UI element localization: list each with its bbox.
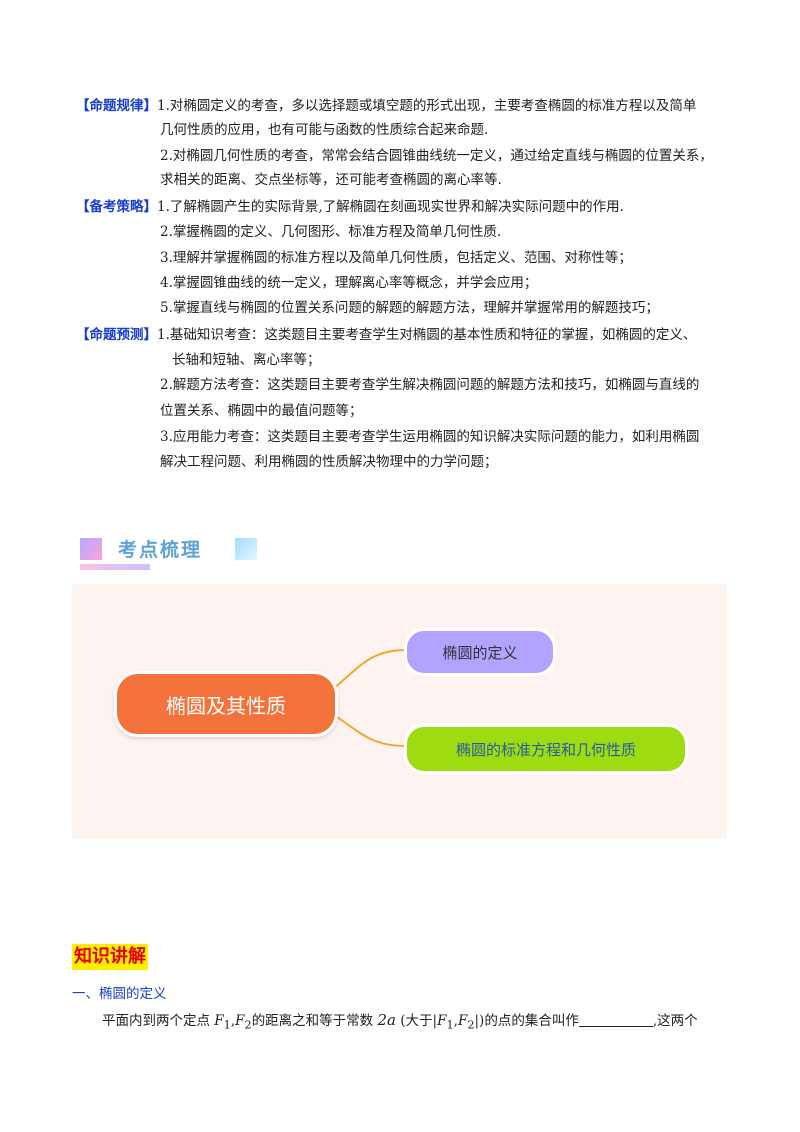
- strategy-line-2: 2.掌握椭圆的定义、几何图形、标准方程及简单几何性质.: [160, 224, 502, 240]
- forecast-line-1: 【命题预测】1.基础知识考查：这类题目主要考查学生对椭圆的基本性质和特征的掌握，…: [76, 327, 697, 343]
- mindmap-node-standard-equation: 椭圆的标准方程和几何性质: [404, 724, 688, 774]
- rules-line-1: 【命题规律】1.对椭圆定义的考查，多以选择题或填空题的形式出现，主要考查椭圆的标…: [76, 98, 697, 114]
- strategy-line-4: 4.掌握圆锥曲线的统一定义，理解离心率等概念，并学会应用；: [160, 275, 538, 291]
- rules-line-4: 求相关的距离、交点坐标等，还可能考查椭圆的离心率等.: [160, 172, 502, 188]
- knowledge-title: 知识讲解: [72, 944, 148, 970]
- forecast-line-2: 长轴和短轴、离心率等；: [172, 352, 321, 368]
- forecast-line-4: 位置关系、椭圆中的最值问题等；: [160, 403, 363, 419]
- strategy-line-5: 5.掌握直线与椭圆的位置关系问题的解题的解题方法，理解并掌握常用的解题技巧；: [160, 300, 659, 316]
- strategy-tag: 【备考策略】: [76, 199, 157, 215]
- forecast-line-3: 2.解题方法考查：这类题目主要考查学生解决椭圆问题的解题方法和技巧，如椭圆与直线…: [160, 377, 700, 393]
- mindmap-node-definition: 椭圆的定义: [404, 628, 556, 676]
- forecast-tag: 【命题预测】: [76, 327, 157, 343]
- forecast-line-5: 3.应用能力考查：这类题目主要考查学生运用椭圆的知识解决实际问题的能力，如利用椭…: [160, 429, 700, 445]
- strategy-line-1: 【备考策略】1.了解椭圆产生的实际背景,了解椭圆在刻画现实世界和解决实际问题中的…: [76, 199, 624, 215]
- constant-2a: 2a: [377, 1011, 396, 1029]
- forecast-line-6: 解决工程问题、利用椭圆的性质解决物理中的力学问题；: [160, 454, 498, 470]
- rules-tag: 【命题规律】: [76, 98, 157, 114]
- decor-square-right: [235, 538, 257, 560]
- definition-paragraph: 平面内到两个定点 F1,F2的距离之和等于常数 2a (大于|F1,F2|)的点…: [102, 1011, 698, 1032]
- focus-f2: F: [235, 1013, 245, 1029]
- section-1-heading: 一、椭圆的定义: [72, 986, 167, 1002]
- mindmap-connectors: [329, 649, 407, 747]
- section-header-title: 考点梳理: [118, 539, 203, 561]
- mindmap: 椭圆及其性质 椭圆的定义 椭圆的标准方程和几何性质: [72, 584, 727, 839]
- answer-blank[interactable]: [578, 1012, 653, 1027]
- rules-line-3: 2.对椭圆几何性质的考查，常常会结合圆锥曲线统一定义，通过给定直线与椭圆的位置关…: [160, 148, 713, 164]
- rules-line-2: 几何性质的应用，也有可能与函数的性质综合起来命题.: [160, 122, 489, 138]
- focus-f1: F: [214, 1013, 224, 1029]
- mindmap-root-node: 椭圆及其性质: [114, 671, 338, 737]
- section-header: 考点梳理: [80, 538, 260, 572]
- decor-square-left: [80, 538, 102, 560]
- strategy-line-3: 3.理解并掌握椭圆的标准方程以及简单几何性质，包括定义、范围、对称性等；: [160, 250, 632, 266]
- decor-underline: [80, 564, 150, 570]
